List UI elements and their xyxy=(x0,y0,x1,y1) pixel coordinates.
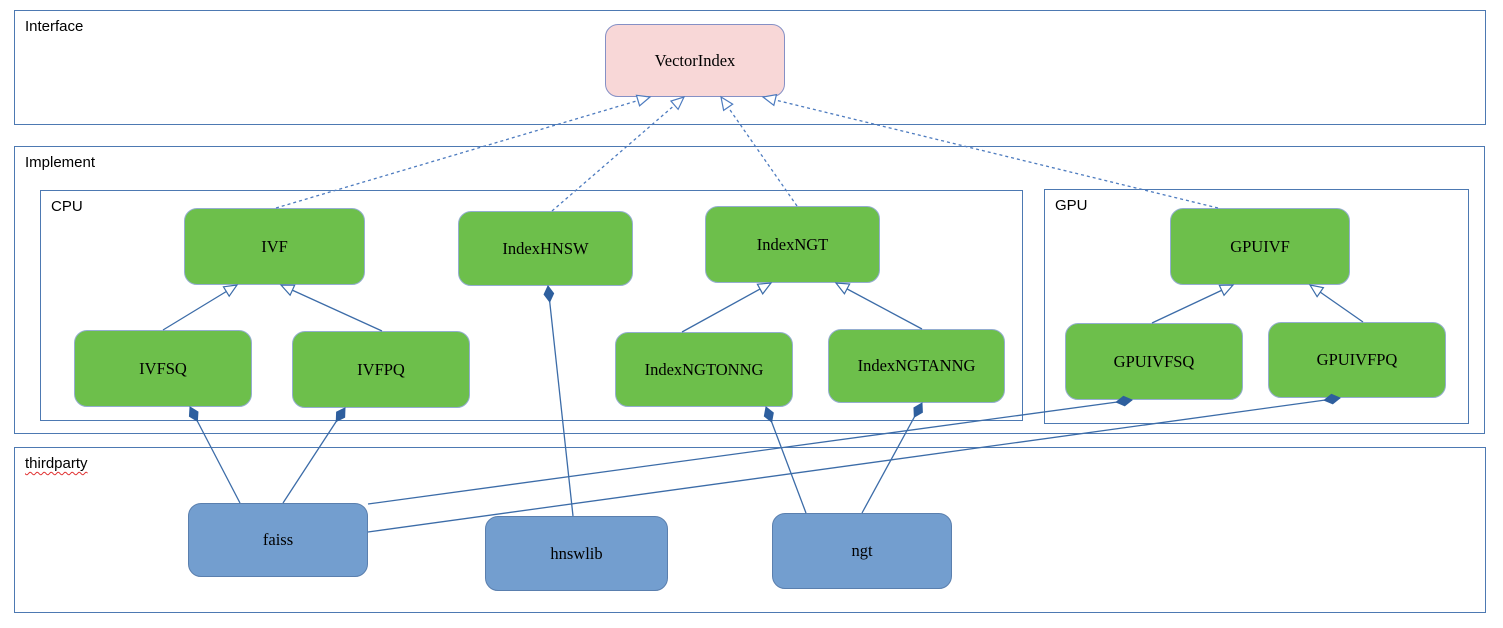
node-gpuivfpq[interactable]: GPUIVFPQ xyxy=(1268,322,1446,398)
node-label-gpuivfpq: GPUIVFPQ xyxy=(1316,350,1398,369)
section-label-gpu: GPU xyxy=(1055,197,1088,214)
node-ivfpq[interactable]: IVFPQ xyxy=(292,331,470,408)
node-label-indexhnsw: IndexHNSW xyxy=(502,238,589,258)
node-gpuivf[interactable]: GPUIVF xyxy=(1170,208,1350,285)
node-ivfsq[interactable]: IVFSQ xyxy=(74,330,252,407)
node-label-hnswlib: hnswlib xyxy=(550,543,603,563)
node-label-indexngtanng: IndexNGTANNG xyxy=(857,356,976,375)
node-label-vectorindex: VectorIndex xyxy=(654,50,736,70)
node-hnswlib[interactable]: hnswlib xyxy=(485,516,668,591)
node-indexngt[interactable]: IndexNGT xyxy=(705,206,880,283)
node-indexngtanng[interactable]: IndexNGTANNG xyxy=(828,329,1005,403)
node-faiss[interactable]: faiss xyxy=(188,503,368,577)
node-ngt[interactable]: ngt xyxy=(772,513,952,589)
node-gpuivfsq[interactable]: GPUIVFSQ xyxy=(1065,323,1243,400)
node-label-ivfsq: IVFSQ xyxy=(139,358,187,378)
node-label-ivfpq: IVFPQ xyxy=(357,359,405,379)
node-indexhnsw[interactable]: IndexHNSW xyxy=(458,211,633,286)
section-label-thirdparty: thirdparty xyxy=(25,455,88,472)
node-label-ivf: IVF xyxy=(261,236,288,256)
node-label-gpuivf: GPUIVF xyxy=(1230,236,1290,256)
section-label-implement: Implement xyxy=(25,154,96,171)
node-indexngtonng[interactable]: IndexNGTONNG xyxy=(615,332,793,407)
node-label-indexngtonng: IndexNGTONNG xyxy=(644,359,764,379)
node-label-gpuivfsq: GPUIVFSQ xyxy=(1113,351,1195,371)
node-label-indexngt: IndexNGT xyxy=(756,234,829,254)
node-label-ngt: ngt xyxy=(851,541,873,560)
node-label-faiss: faiss xyxy=(262,530,294,549)
node-vectorindex[interactable]: VectorIndex xyxy=(605,24,785,97)
node-ivf[interactable]: IVF xyxy=(184,208,365,285)
section-label-interface: Interface xyxy=(25,18,84,35)
section-label-cpu: CPU xyxy=(51,198,83,215)
